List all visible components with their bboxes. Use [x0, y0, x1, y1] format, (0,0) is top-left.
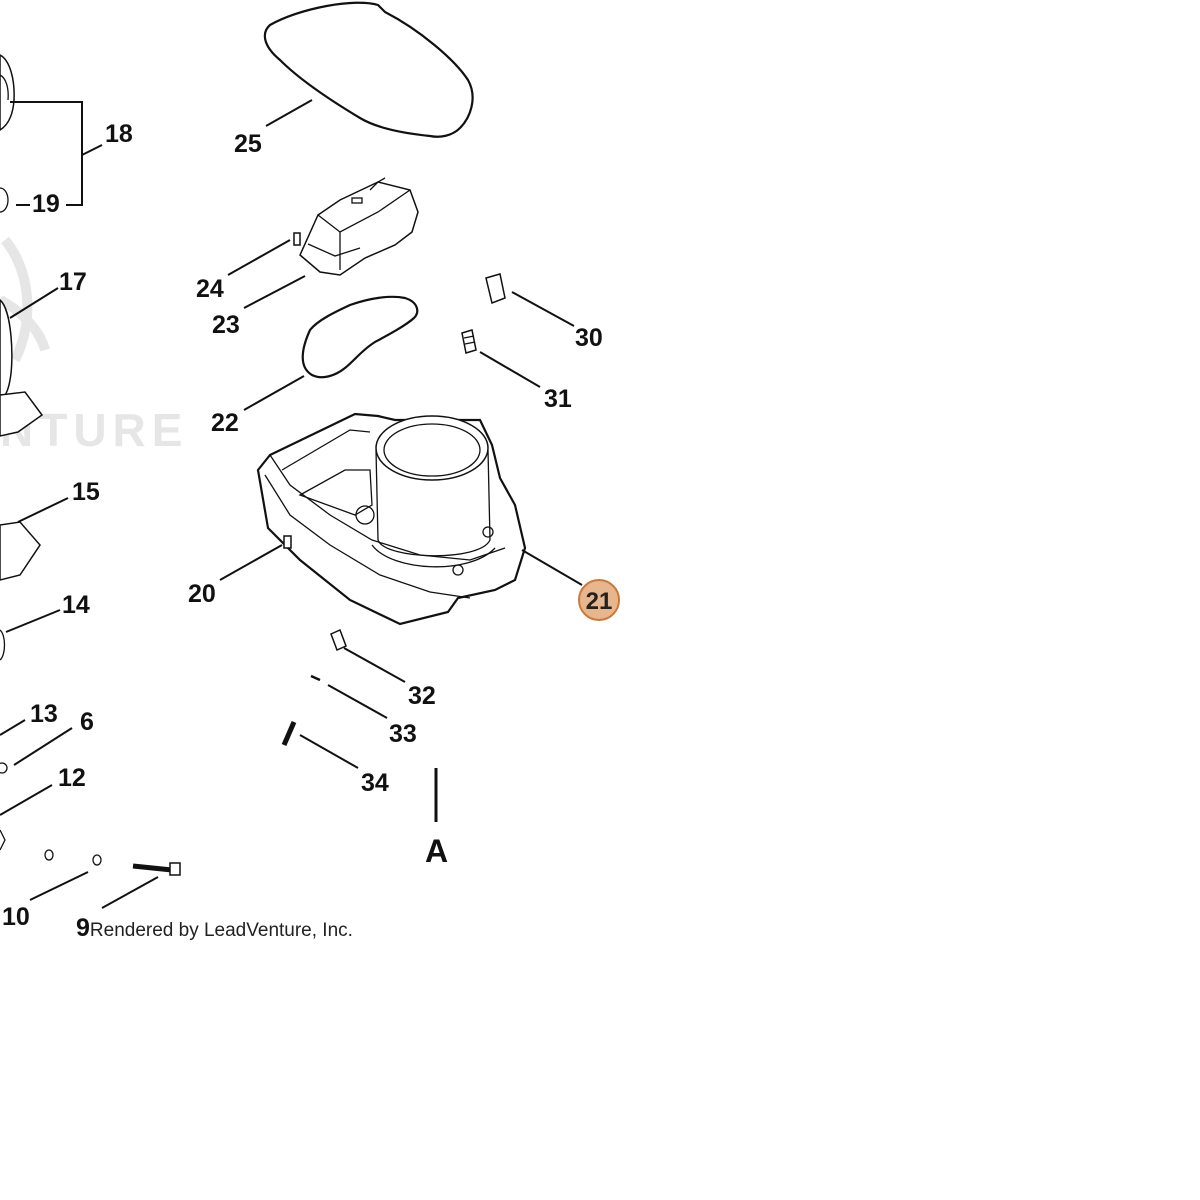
- part-31-spring: [461, 329, 477, 354]
- label-33[interactable]: 33: [389, 720, 417, 748]
- label-25[interactable]: 25: [234, 130, 262, 158]
- part-9-bolt: [132, 862, 181, 876]
- label-34[interactable]: 34: [361, 769, 389, 797]
- part-22-gasket: [301, 295, 419, 379]
- label-24[interactable]: 24: [196, 275, 224, 303]
- part-34-screw: [281, 721, 297, 746]
- label-17[interactable]: 17: [59, 268, 87, 296]
- part-20-screw: [283, 535, 292, 549]
- highlight-21[interactable]: 21: [578, 579, 620, 621]
- part-21-housing: [256, 412, 527, 626]
- label-9[interactable]: 9: [76, 914, 90, 942]
- part-23-cover: [299, 177, 419, 276]
- bracket-18-19: [10, 101, 103, 206]
- label-13[interactable]: 13: [30, 700, 58, 728]
- credit-line: 9Rendered by LeadVenture, Inc.: [76, 914, 353, 942]
- label-14[interactable]: 14: [62, 591, 90, 619]
- label-32[interactable]: 32: [408, 682, 436, 710]
- label-30[interactable]: 30: [575, 324, 603, 352]
- label-18[interactable]: 18: [105, 120, 133, 148]
- highlight-circle: [578, 579, 620, 621]
- part-33-pin: [310, 674, 321, 682]
- label-23[interactable]: 23: [212, 311, 240, 339]
- left-assembly: [0, 54, 44, 851]
- label-19[interactable]: 19: [32, 190, 60, 218]
- label-31[interactable]: 31: [544, 385, 572, 413]
- part-32-pin: [330, 628, 347, 652]
- label-15[interactable]: 15: [72, 478, 100, 506]
- part-25-gasket: [263, 1, 474, 138]
- part-30-pin: [485, 273, 506, 305]
- reference-letter-a: A: [425, 833, 448, 869]
- credit-text: Rendered by LeadVenture, Inc.: [90, 920, 353, 941]
- part-24-screw: [293, 232, 301, 246]
- label-12[interactable]: 12: [58, 764, 86, 792]
- label-21[interactable]: 21: [586, 588, 613, 615]
- label-6[interactable]: 6: [80, 708, 94, 736]
- label-10[interactable]: 10: [2, 903, 30, 931]
- label-20[interactable]: 20: [188, 580, 216, 608]
- label-22[interactable]: 22: [211, 409, 239, 437]
